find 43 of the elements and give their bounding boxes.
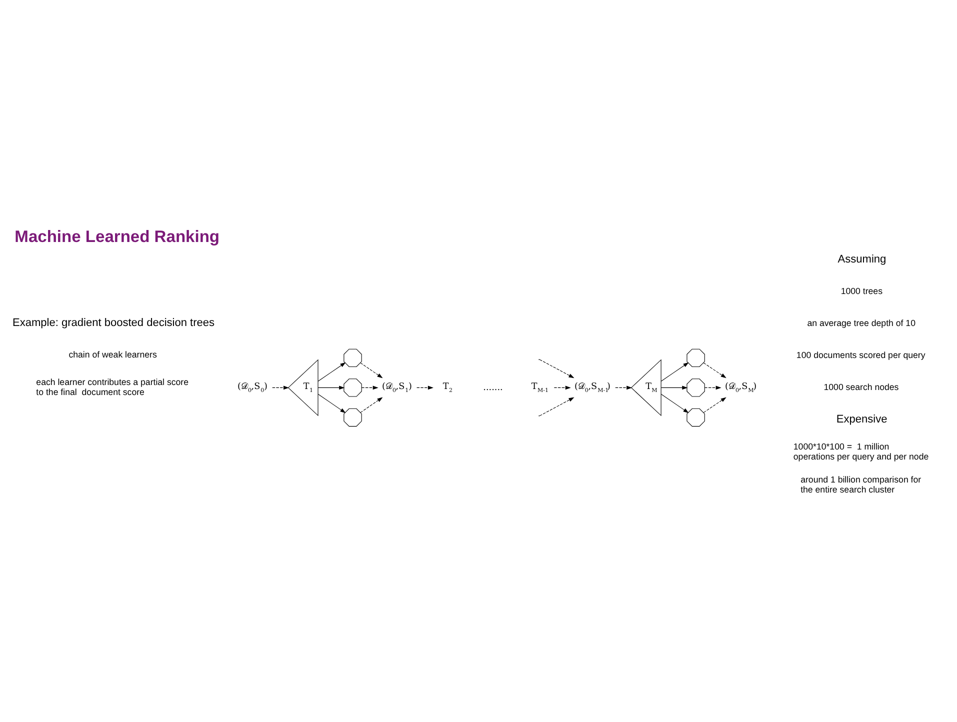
diagram-title: Machine Learned Ranking — [14, 226, 220, 246]
label: an average tree depth of 10 — [807, 317, 916, 328]
node-octagon — [344, 378, 362, 396]
arrow — [539, 358, 574, 378]
label: chain of weak learners — [68, 348, 157, 359]
arrow — [660, 393, 689, 413]
node-text: (𝒟$_{0}$,S$_{0}$) — [237, 382, 268, 394]
label: around 1 billion comparison for the entire search cluster — [800, 474, 922, 494]
node-octagon — [344, 408, 362, 426]
node-text: (𝒟$_{0}$,S$_{M-1}$) — [574, 382, 610, 394]
arrow — [660, 362, 689, 381]
node-octagon — [686, 348, 705, 367]
arrow — [361, 385, 378, 390]
arrow — [539, 396, 574, 416]
arrow — [318, 362, 346, 381]
node-octagon — [686, 408, 705, 426]
arrow — [704, 385, 722, 390]
label: each learner contributes a partial score to the final document score — [36, 376, 189, 396]
arrow — [703, 362, 726, 378]
node-text: (𝒟$_{0}$,S$_{1}$) — [382, 382, 412, 394]
label: Example: gradient boosted decision trees — [12, 316, 215, 328]
arrow — [272, 385, 290, 390]
arrow — [360, 396, 383, 412]
arrow — [318, 393, 346, 413]
node-text: T$_{2}$ — [442, 382, 452, 394]
arrow — [703, 396, 726, 412]
arrow — [660, 385, 688, 390]
label: ....... — [483, 382, 503, 392]
label: 1000 trees — [840, 285, 882, 296]
label: 1000 search nodes — [824, 381, 899, 392]
label: 100 documents scored per query — [796, 349, 926, 360]
arrow — [615, 385, 632, 390]
node-text: (𝒟$_{0}$,S$_{M}$) — [725, 382, 757, 394]
arrow — [318, 385, 345, 390]
node-octagon — [344, 348, 362, 367]
label: 1000*10*100 = 1 million operations per query and per node — [793, 440, 929, 461]
arrow — [554, 385, 571, 390]
label: Expensive — [836, 412, 888, 425]
node-text: T$_{M-1}$ — [531, 382, 549, 394]
arrow — [360, 362, 383, 378]
arrow — [416, 385, 434, 390]
label: Assuming — [838, 253, 886, 266]
node-octagon — [686, 378, 705, 396]
